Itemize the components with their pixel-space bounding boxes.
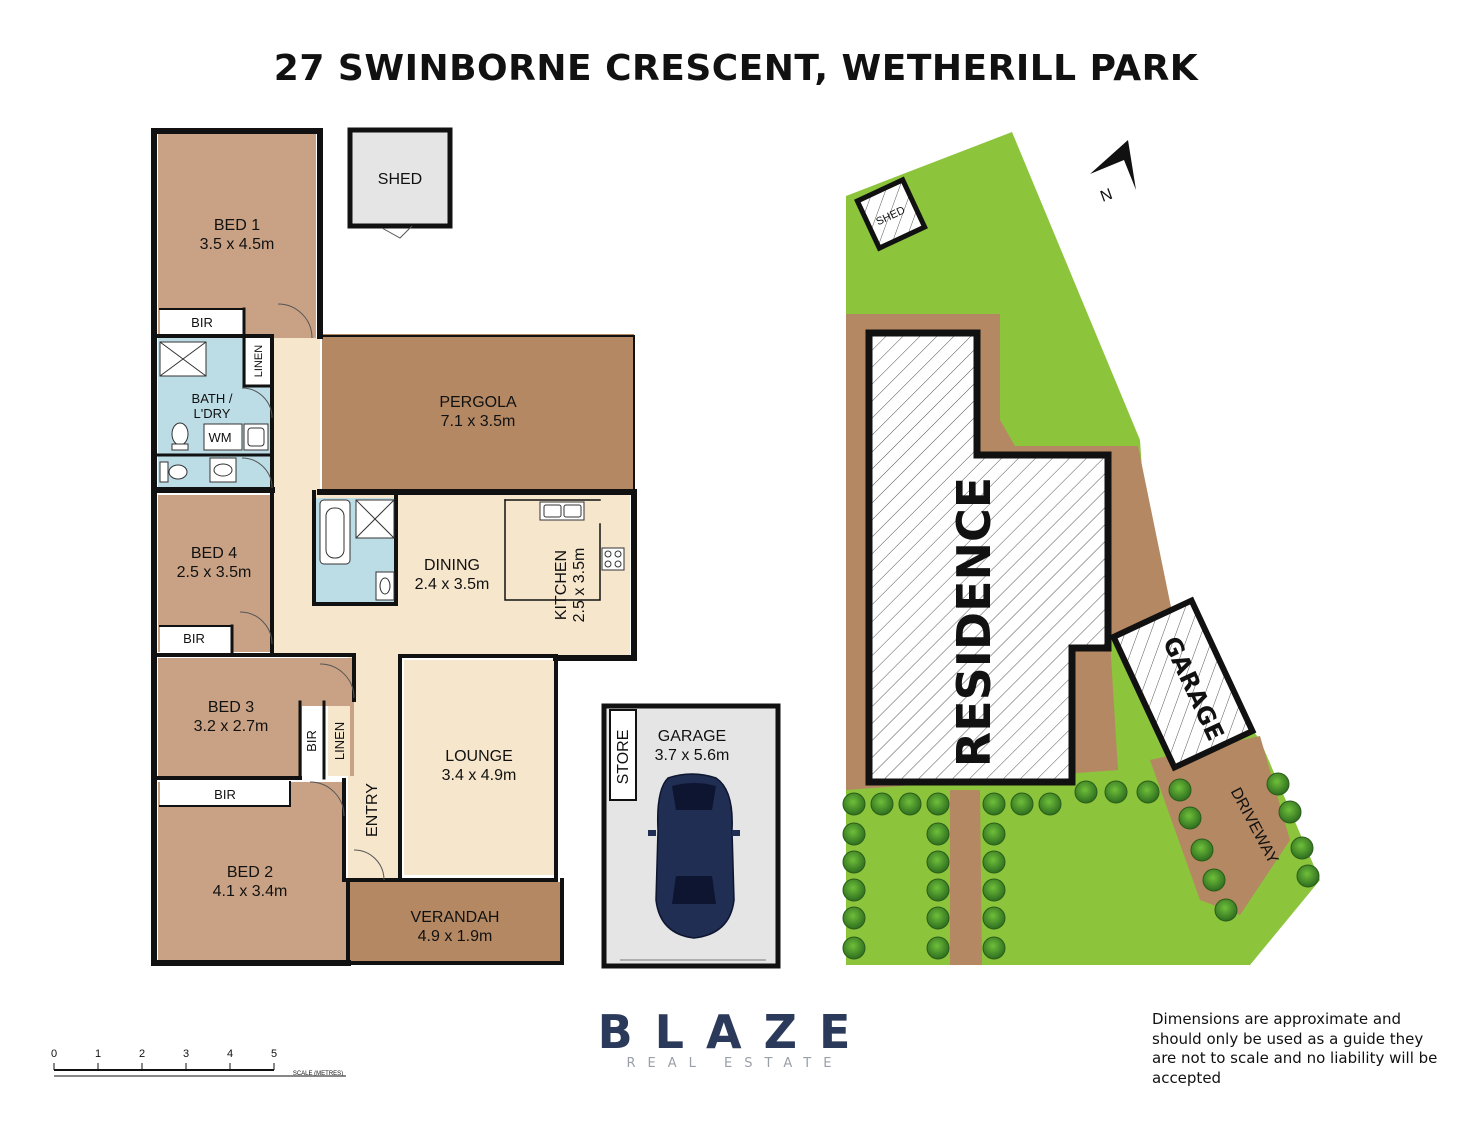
page-title: 27 SWINBORNE CRESCENT, WETHERILL PARK: [273, 48, 1199, 89]
pergola-size: 7.1 x 3.5m: [441, 413, 516, 430]
lounge-size: 3.4 x 4.9m: [442, 767, 517, 784]
store-label: STORE: [615, 730, 632, 785]
bir-label-bed3: BIR: [304, 730, 319, 752]
scale-tick-4: 4: [227, 1048, 233, 1060]
bir-label-bed4: BIR: [183, 631, 205, 646]
garage-name: GARAGE: [658, 728, 726, 745]
bed4-name: BED 4: [191, 545, 237, 562]
bed2-name: BED 2: [227, 864, 273, 881]
garage-size: 3.7 x 5.6m: [655, 747, 730, 764]
verandah-name: VERANDAH: [411, 909, 500, 926]
wm-label: WM: [208, 430, 231, 445]
scale-tick-1: 1: [95, 1048, 101, 1060]
door-swings: [239, 303, 385, 881]
room-fills: [158, 133, 634, 962]
lounge-name: LOUNGE: [445, 748, 513, 765]
laundry-name: L'DRY: [194, 406, 231, 421]
bed1-size: 3.5 x 4.5m: [200, 236, 275, 253]
bath-name: BATH /: [192, 391, 233, 406]
entry-label: ENTRY: [364, 783, 381, 837]
north-arrow-icon: [1090, 140, 1136, 190]
linen-label-bath: LINEN: [253, 345, 265, 377]
bed3-name: BED 3: [208, 699, 254, 716]
shed-label: SHED: [378, 171, 422, 188]
linen-label-hall: LINEN: [332, 722, 347, 760]
site-plan: [846, 132, 1320, 965]
disclaimer-text: Dimensions are approximate and should on…: [1152, 1010, 1438, 1087]
fixtures: [159, 341, 625, 601]
bir-label-bed1: BIR: [191, 315, 213, 330]
scale-bar: 0 1 2 3 4 5 SCALE (METRES): [51, 1048, 346, 1077]
bed4-size: 2.5 x 3.5m: [177, 564, 252, 581]
scale-caption: SCALE (METRES): [293, 1071, 343, 1077]
brand-logo: BLAZE: [597, 1005, 873, 1059]
walls: [151, 128, 637, 966]
scale-tick-2: 2: [139, 1048, 145, 1060]
scale-tick-0: 0: [51, 1048, 57, 1060]
verandah-size: 4.9 x 1.9m: [418, 928, 493, 945]
bed1-name: BED 1: [214, 217, 260, 234]
brand-tagline: REAL ESTATE: [626, 1056, 844, 1071]
bir-label-bed2: BIR: [214, 787, 236, 802]
pergola-name: PERGOLA: [439, 394, 517, 411]
bed3-size: 3.2 x 2.7m: [194, 718, 269, 735]
scale-tick-3: 3: [183, 1048, 189, 1060]
dining-size: 2.4 x 3.5m: [415, 576, 490, 593]
kitchen-size: 2.5 x 3.5m: [571, 548, 588, 623]
hedge-shrubs: [842, 772, 1320, 960]
scale-tick-5: 5: [271, 1048, 277, 1060]
north-label: N: [1098, 186, 1115, 206]
residence-label: RESIDENCE: [947, 477, 1001, 767]
shed-plan: [347, 127, 453, 239]
car-icon: [648, 773, 740, 939]
bed2-size: 4.1 x 3.4m: [213, 883, 288, 900]
dining-name: DINING: [424, 557, 480, 574]
kitchen-name: KITCHEN: [553, 550, 570, 620]
